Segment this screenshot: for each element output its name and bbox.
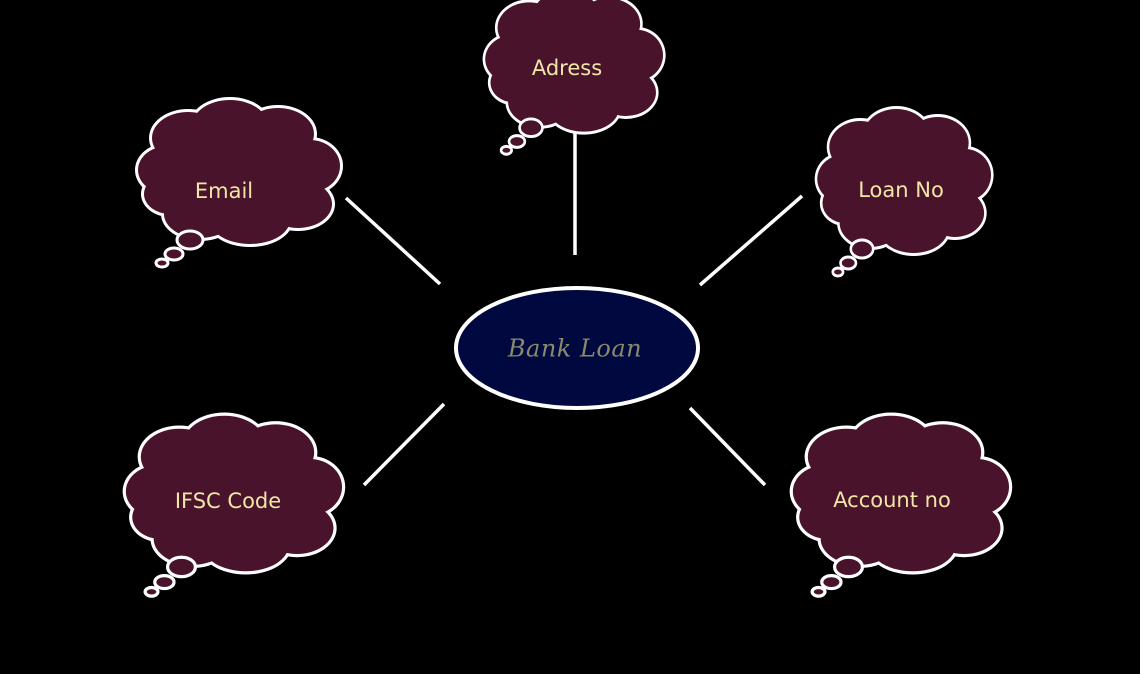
cloud-core (172, 134, 308, 214)
center-node: Bank Loan (454, 286, 700, 410)
cloud-fill (125, 415, 342, 572)
thought-cloud-icon (482, 0, 666, 156)
cloud-fill (817, 109, 991, 253)
thought-cloud-icon (122, 412, 346, 598)
cloud-fill (485, 0, 663, 132)
connectors (344, 132, 804, 487)
thought-bubble (175, 229, 205, 251)
cloud-label-account-no: Account no (833, 488, 951, 512)
thought-bubble (832, 555, 865, 579)
cloud-node-ifsc-code (122, 412, 346, 598)
cloud-label-loan-no: Loan No (858, 178, 944, 202)
thought-cloud-icon (789, 412, 1013, 598)
connector-account-no (688, 406, 767, 487)
cloud-core (162, 452, 308, 539)
cloud-core (829, 452, 975, 539)
cloud-node-account-no (789, 412, 1013, 598)
thought-bubble (820, 573, 843, 591)
connector-email (344, 196, 442, 286)
cloud-label-email: Email (195, 179, 253, 203)
thought-bubble (849, 238, 875, 260)
thought-bubble (831, 266, 845, 278)
thought-bubble (165, 555, 198, 579)
thought-bubble (839, 255, 858, 271)
thought-bubble (143, 585, 160, 598)
cloud-core (846, 143, 964, 223)
thought-cloud-icon (135, 97, 343, 269)
cloud-fill (138, 100, 340, 244)
thought-bubble (153, 573, 176, 591)
cloud-label-address: Adress (532, 56, 602, 80)
thought-bubble (507, 134, 527, 149)
center-ellipse (454, 286, 700, 410)
center-label: Bank Loan (507, 335, 642, 363)
cloud-node-loan-no (814, 106, 994, 278)
thought-bubble (810, 585, 827, 598)
thought-bubble (499, 144, 513, 156)
thought-bubble (163, 246, 185, 262)
thought-bubble (518, 117, 544, 139)
cloud-node-address (482, 0, 666, 156)
cloud-node-email (135, 97, 343, 269)
cloud-core (515, 23, 635, 103)
connector-ifsc-code (362, 402, 446, 487)
connector-loan-no (698, 194, 804, 287)
cloud-label-ifsc-code: IFSC Code (175, 489, 281, 513)
thought-cloud-icon (814, 106, 994, 278)
cloud-fill (792, 415, 1009, 572)
thought-bubble (154, 257, 170, 269)
